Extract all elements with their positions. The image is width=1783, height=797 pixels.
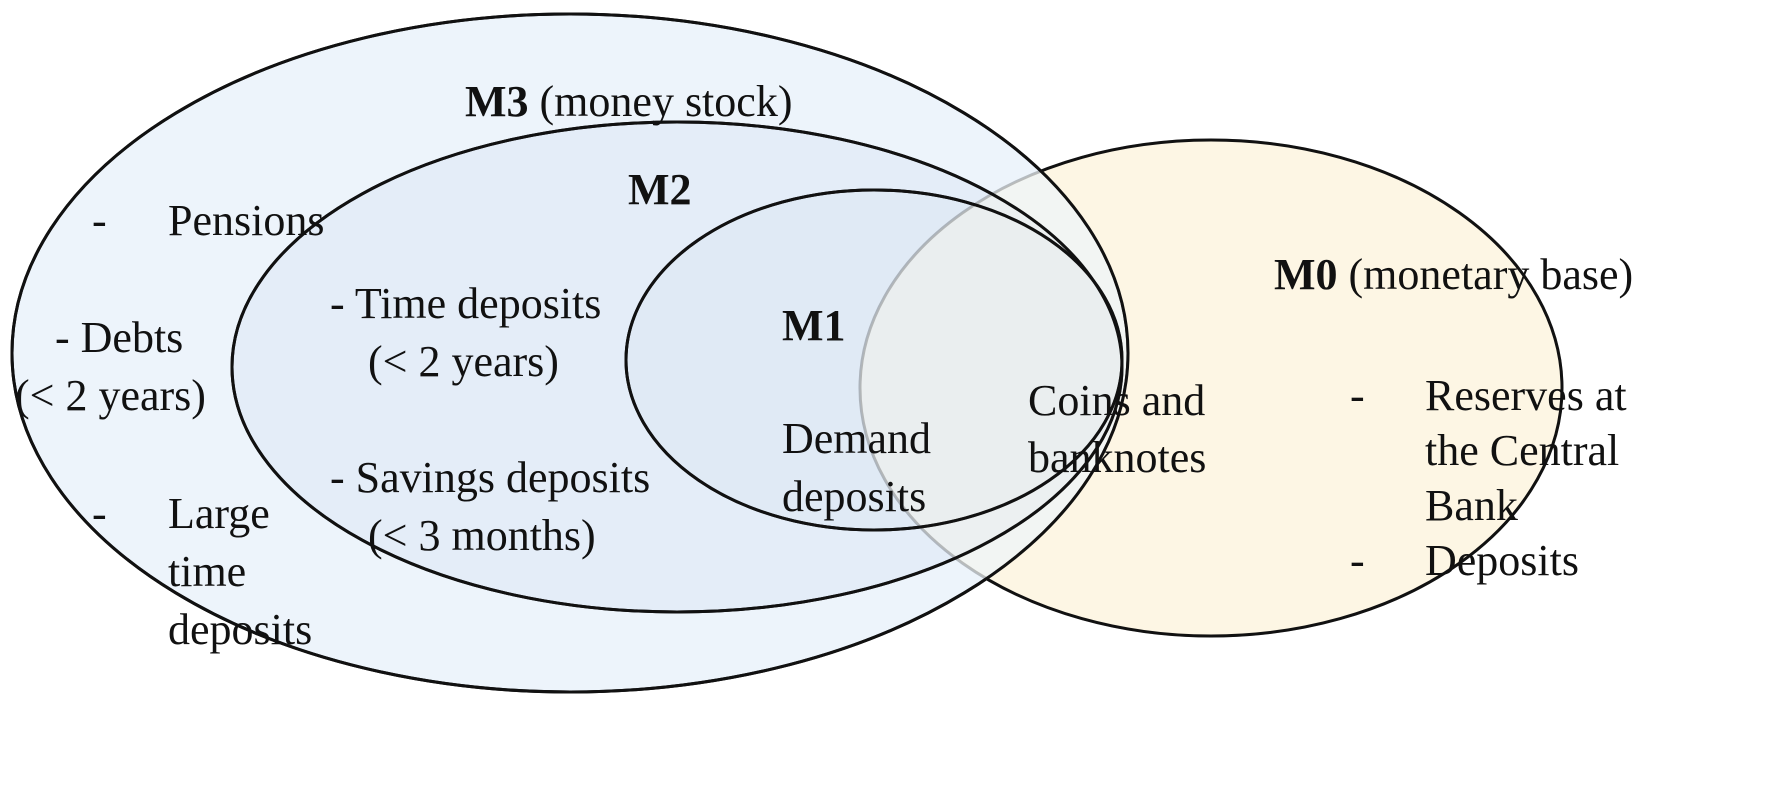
m2-time-deposits-line1: - Time deposits bbox=[330, 279, 601, 328]
m1-demand-line2: deposits bbox=[782, 472, 926, 521]
m2-title: M2 bbox=[628, 165, 692, 214]
m2-savings-line2: (< 3 months) bbox=[368, 511, 596, 560]
m3-outline bbox=[10, 12, 1130, 694]
m0-reserves-line2: the Central bbox=[1425, 426, 1619, 475]
m1-demand-line1: Demand bbox=[782, 414, 931, 463]
m0-title: M0 (monetary base) bbox=[1274, 250, 1633, 299]
m2-time-deposits-line2: (< 2 years) bbox=[368, 337, 559, 386]
m1-outline bbox=[624, 188, 1124, 532]
m3-name: M3 bbox=[465, 77, 529, 126]
m3-large-line1: Large bbox=[168, 489, 270, 538]
m0-name: M0 bbox=[1274, 250, 1338, 299]
m0-reserves-line3: Bank bbox=[1425, 481, 1518, 530]
overlap-line1: Coins and bbox=[1028, 376, 1205, 425]
m2-savings-line1: - Savings deposits bbox=[330, 453, 650, 502]
m3-title: M3 (money stock) bbox=[465, 77, 792, 126]
m0-reserves-line1: Reserves at bbox=[1425, 371, 1627, 420]
m3-debts-line1: - Debts bbox=[55, 313, 183, 362]
m1-title: M1 bbox=[782, 301, 846, 350]
m3-large-line3: deposits bbox=[168, 605, 312, 654]
m3-large-bullet: - bbox=[92, 489, 107, 538]
m3-debts-line2: (< 2 years) bbox=[15, 371, 206, 420]
m3-pensions: Pensions bbox=[168, 196, 324, 245]
m0-deposits-bullet: - bbox=[1350, 536, 1365, 585]
m0-deposits: Deposits bbox=[1425, 536, 1579, 585]
m0-description: (monetary base) bbox=[1349, 250, 1634, 299]
m3-large-line2: time bbox=[168, 547, 246, 596]
m3-description: (money stock) bbox=[540, 77, 793, 126]
m3-pensions-bullet: - bbox=[92, 196, 107, 245]
m0-reserves-bullet: - bbox=[1350, 371, 1365, 420]
overlap-line2: banknotes bbox=[1028, 433, 1206, 482]
